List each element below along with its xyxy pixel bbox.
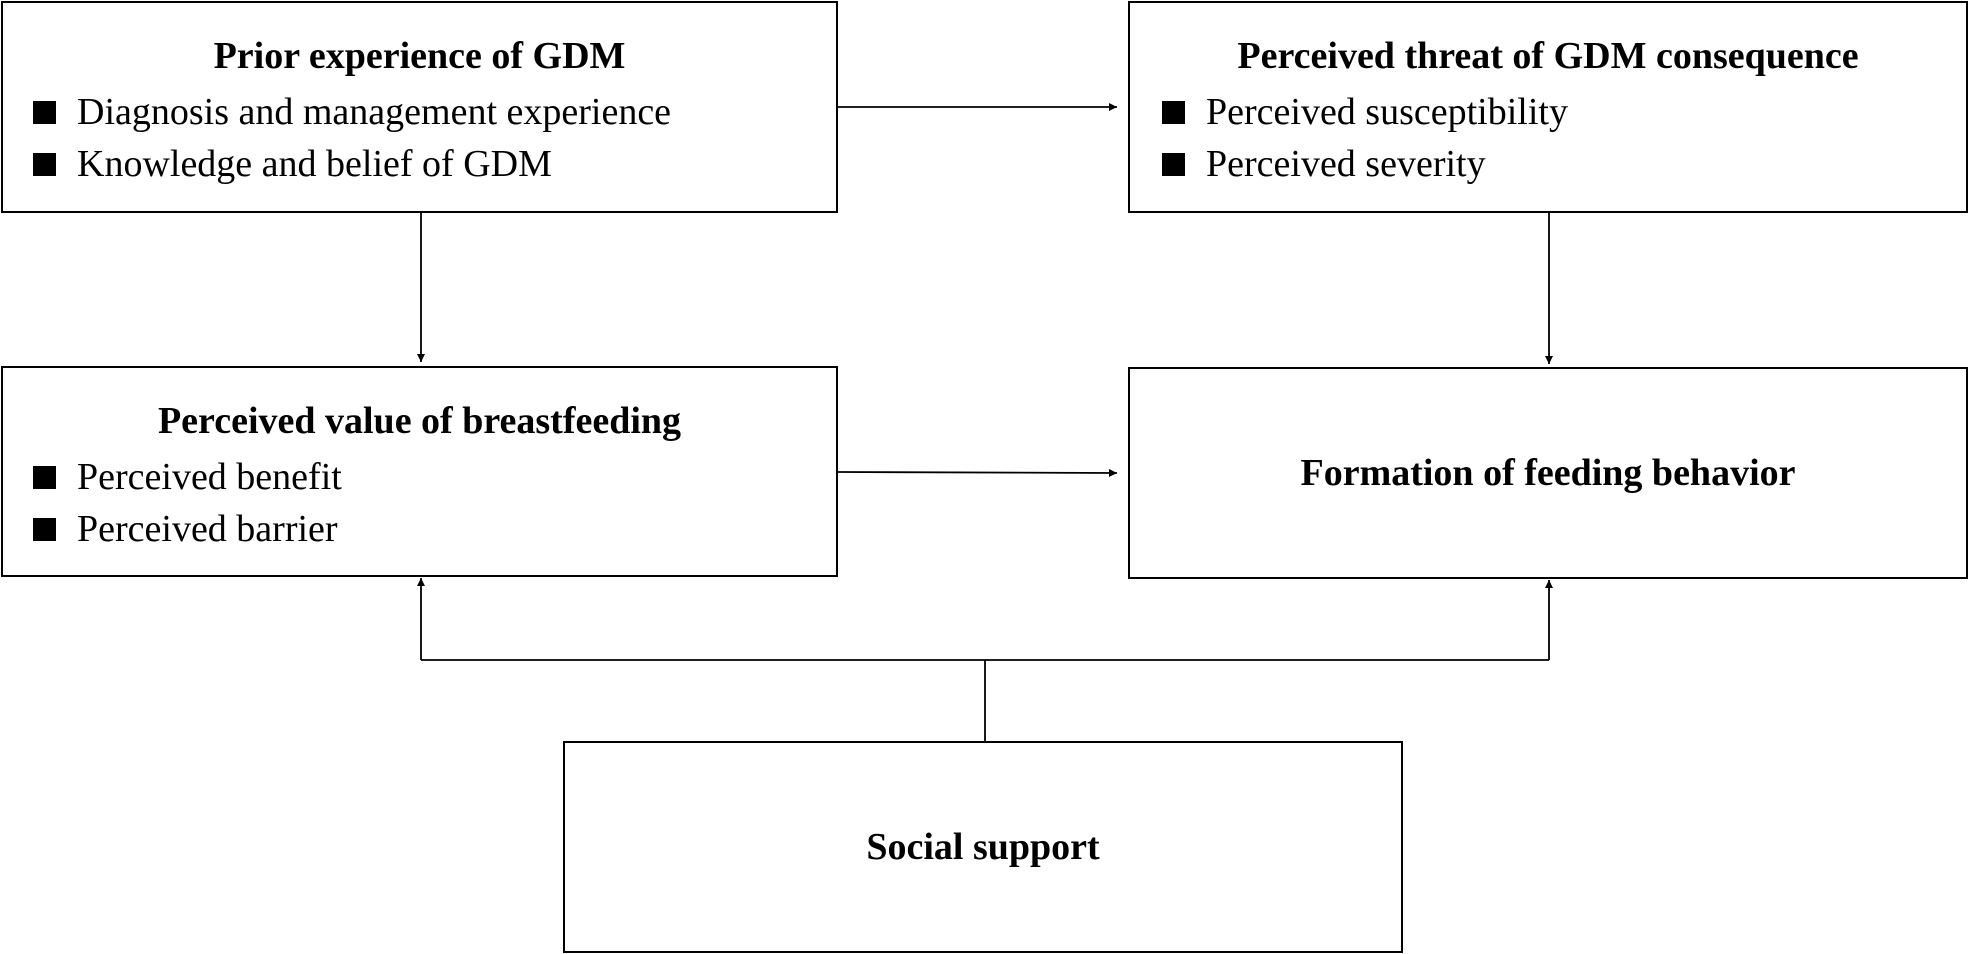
list-item: Perceived susceptibility (1130, 93, 1966, 131)
filled-square-bullet-icon (33, 466, 56, 489)
filled-square-bullet-icon (1162, 101, 1185, 124)
filled-square-bullet-icon (33, 518, 56, 541)
arrow-value-to-behavior (837, 468, 1118, 477)
perceived-threat-list: Perceived susceptibility Perceived sever… (1130, 93, 1966, 183)
prior-experience-title: Prior experience of GDM (213, 35, 626, 77)
social-support-title: Social support (866, 826, 1100, 868)
filled-square-bullet-icon (33, 101, 56, 124)
list-item: Diagnosis and management experience (3, 93, 836, 131)
filled-square-bullet-icon (33, 153, 56, 176)
box-prior-experience: Prior experience of GDM Diagnosis and ma… (1, 1, 838, 213)
prior-experience-list: Diagnosis and management experience Know… (3, 93, 836, 183)
box-perceived-value: Perceived value of breastfeeding Perceiv… (1, 366, 838, 577)
box-perceived-threat: Perceived threat of GDM consequence Perc… (1128, 1, 1968, 213)
list-item: Perceived benefit (3, 458, 836, 496)
filled-square-bullet-icon (1162, 153, 1185, 176)
perceived-value-title: Perceived value of breastfeeding (157, 400, 682, 442)
perceived-threat-title: Perceived threat of GDM consequence (1237, 35, 1859, 77)
list-item: Knowledge and belief of GDM (3, 145, 836, 183)
feeding-behavior-title: Formation of feeding behavior (1300, 452, 1796, 494)
box-feeding-behavior: Formation of feeding behavior (1128, 367, 1968, 579)
perceived-value-list: Perceived benefit Perceived barrier (3, 458, 836, 548)
list-item: Perceived barrier (3, 510, 836, 548)
list-item: Perceived severity (1130, 145, 1966, 183)
box-social-support: Social support (563, 741, 1403, 953)
